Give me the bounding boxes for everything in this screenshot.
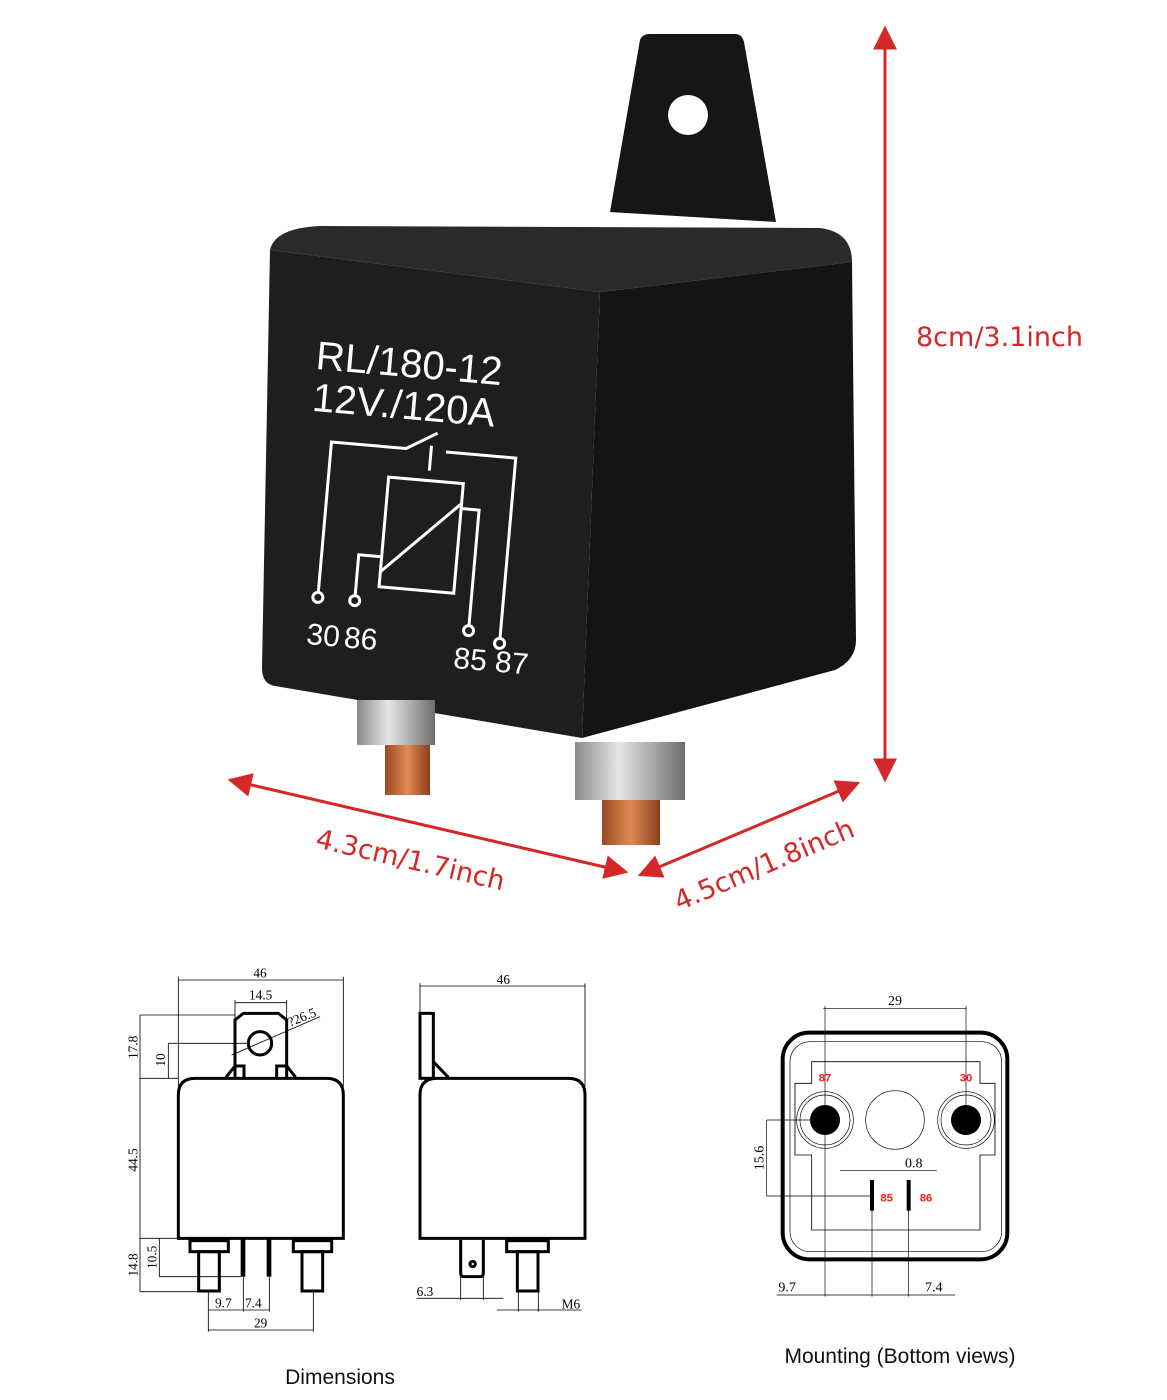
- mount-dim-stud-spacing: 29: [888, 994, 902, 1009]
- relay-schematic: [311, 431, 518, 650]
- dim-stud-spacing: 29: [254, 1315, 268, 1330]
- terminal-86: [906, 1180, 911, 1211]
- mount-dim-blade: 0.8: [905, 1156, 923, 1171]
- side-dim-thread: M6: [562, 1296, 581, 1311]
- pin-86-label: 86: [342, 621, 379, 658]
- dim-body-height: 44.5: [125, 1148, 140, 1172]
- dim-spacing-b: 7.4: [245, 1295, 262, 1310]
- terminal-nut: [575, 742, 685, 800]
- mounting-drawing: 29 15.6 0.8 9.7 7.4 87 30 85 86: [752, 994, 1010, 1297]
- width-arrow: [227, 773, 629, 879]
- dim-bracket-width: 14.5: [249, 987, 273, 1002]
- dim-hole-diameter: ?26.5: [286, 1004, 319, 1029]
- terminal-label-87: 87: [819, 1073, 832, 1085]
- terminal-nut: [357, 700, 435, 745]
- depth-arrow: [637, 780, 861, 878]
- side-dim-blade-width: 6.3: [417, 1284, 434, 1299]
- terminal-label-30: 30: [960, 1073, 973, 1085]
- side-dim-width: 46: [497, 972, 511, 987]
- relay-photo: [227, 25, 897, 879]
- terminal-thread: [602, 800, 660, 845]
- pin-85-label: 85: [452, 642, 489, 678]
- pin-30-label: 30: [305, 618, 342, 654]
- dim-hole-height: 10: [153, 1053, 168, 1067]
- dim-blade-height: 10.5: [145, 1245, 160, 1269]
- dimensions-caption: Dimensions: [285, 1366, 395, 1389]
- mount-dim-a: 9.7: [778, 1281, 796, 1296]
- relay-label: RL/180-12 12V./120A: [311, 334, 505, 436]
- body-outline: [176, 1076, 345, 1240]
- mounting-caption: Mounting (Bottom views): [784, 1345, 1016, 1368]
- dim-bracket-height: 17.8: [125, 1035, 140, 1059]
- terminal-thread: [385, 745, 430, 795]
- terminal-85: [870, 1180, 874, 1211]
- terminal-87: [810, 1105, 840, 1135]
- dimensions-drawing: 46 14.5 ?26.5 17.8 10 44.5 14.8 10.5 9.7…: [125, 965, 587, 1332]
- dim-stud-height: 14.8: [125, 1253, 140, 1277]
- dim-width: 46: [253, 965, 267, 980]
- relay-side-face: [582, 262, 856, 738]
- bracket-hole: [668, 95, 708, 135]
- pin-labels-left: 30 86: [305, 618, 379, 658]
- pin-labels-right: 85 87: [452, 642, 530, 682]
- terminal-label-86: 86: [920, 1193, 933, 1205]
- relay-front-face: [262, 250, 600, 738]
- bracket-outline: [224, 1011, 297, 1079]
- terminal-30: [951, 1105, 981, 1135]
- mount-dim-b: 7.4: [925, 1281, 943, 1296]
- pin-87-label: 87: [493, 645, 530, 682]
- terminal-label-85: 85: [880, 1193, 893, 1205]
- mount-dim-offset: 15.6: [752, 1146, 767, 1171]
- height-label: 8cm/3.1inch: [916, 322, 1083, 353]
- dim-spacing-a: 9.7: [215, 1295, 232, 1310]
- relay-top-face: [270, 226, 852, 292]
